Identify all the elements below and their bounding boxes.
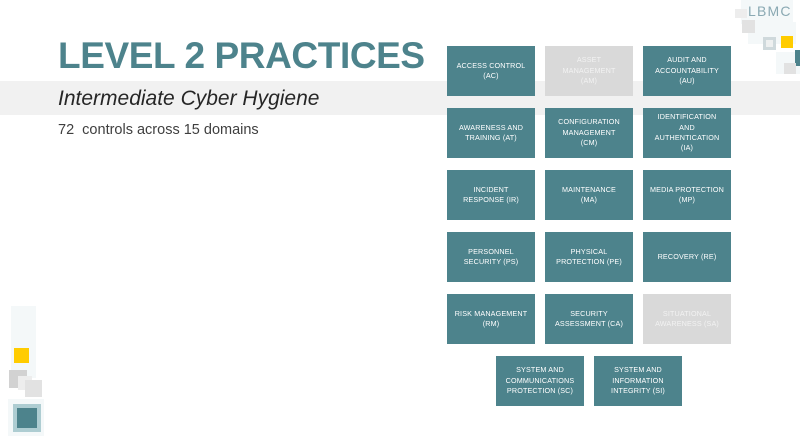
domain-tile-label-line: INFORMATION (612, 375, 664, 385)
domain-tile-label-line: RECOVERY (RE) (657, 251, 717, 261)
domain-tile-label-line: MEDIA PROTECTION (650, 184, 724, 194)
domain-tile-label-line: ACCESS CONTROL (456, 60, 526, 70)
domain-tile[interactable]: MEDIA PROTECTION(MP) (643, 170, 731, 220)
domain-tile-label-line: AWARENESS (SA) (655, 319, 719, 328)
domain-tile-label-line: (AC) (483, 71, 499, 80)
domain-tile[interactable]: RISK MANAGEMENT(RM) (447, 294, 535, 344)
domain-tile-label-line: ASSESSMENT (CA) (554, 319, 623, 328)
domain-tile-label-line: IDENTIFICATION (657, 112, 717, 122)
domain-tile-label-line: SECURITY (570, 308, 608, 318)
domain-tile-label: RECOVERY (RE) (658, 252, 717, 262)
domain-tile-label: RISK MANAGEMENT(RM) (455, 309, 528, 330)
decor-square-grey-logo-a (735, 9, 747, 18)
decor-square-teal-edge (795, 50, 800, 66)
decor-square-teal-left (13, 404, 41, 432)
domain-tile-label-line: MAINTENANCE (562, 184, 616, 194)
decor-square-grey-top-c (784, 63, 796, 74)
domain-tile-label-line: (CM) (580, 138, 598, 148)
domain-tile-label-line: (RM) (482, 319, 500, 328)
domain-tile-label-line: INCIDENT (473, 184, 509, 194)
domain-tile[interactable]: RECOVERY (RE) (643, 232, 731, 282)
domain-tile-label-line: RESPONSE (IR) (463, 195, 519, 204)
domain-tile[interactable]: MAINTENANCE(MA) (545, 170, 633, 220)
domain-tile-label-line: PHYSICAL (570, 246, 608, 256)
domain-tile-label-line: AUTHENTICATION (654, 133, 720, 142)
domain-tile-label: ACCESS CONTROL(AC) (457, 61, 526, 82)
domain-tile-label-line: COMMUNICATIONS (505, 375, 575, 385)
domain-tile-label-line: CONFIGURATION (558, 117, 620, 127)
domain-tile-label-line: (AM) (580, 76, 598, 86)
domain-tile-label-line: PROTECTION (PE) (556, 257, 622, 266)
domain-tile-label-line: MANAGEMENT (562, 127, 616, 137)
decor-square-yellow-top (781, 36, 793, 48)
domain-tile-label-line: (MP) (678, 195, 696, 204)
domain-tile-label-line: PROTECTION (SC) (506, 386, 574, 396)
domain-tile-label-line: SYSTEM AND (614, 365, 662, 375)
domain-tile-label-line: ASSET (576, 55, 602, 65)
decor-square-grey-logo-b (742, 20, 755, 33)
lbmc-logo: LBMC (748, 3, 792, 19)
decor-square-pale-left-a (11, 306, 36, 378)
domain-tile-label-line: AND (679, 122, 695, 132)
domain-tile-label-line: RISK MANAGEMENT (454, 308, 528, 318)
domain-tile-label-line: MANAGEMENT (562, 65, 616, 75)
domain-tile-label-line: AUDIT AND (667, 55, 707, 65)
controls-summary-text: 72 controls across 15 domains (58, 122, 259, 138)
domain-tile-label-line: SITUATIONAL (662, 308, 712, 318)
page-subtitle: Intermediate Cyber Hygiene (58, 87, 320, 110)
domain-tile-label-line: AWARENESS AND (458, 122, 524, 132)
domain-tile-label-line: INTEGRITY (SI) (611, 386, 665, 396)
decor-square-grey-left-c (25, 380, 42, 397)
domain-tile[interactable]: ACCESS CONTROL(AC) (447, 46, 535, 96)
domain-tile-label-line: SYSTEM AND (516, 365, 564, 375)
decor-square-teal-small (763, 37, 776, 50)
domain-tile-label-line: ACCOUNTABILITY (655, 65, 719, 75)
domain-tile-label-line: PERSONNEL (468, 246, 514, 256)
domain-tile-label: MAINTENANCE(MA) (562, 185, 616, 206)
domain-tile-label: MEDIA PROTECTION(MP) (650, 185, 724, 206)
decor-square-yellow-left (14, 348, 29, 363)
domain-tile-label-line: SECURITY (PS) (463, 257, 519, 266)
domain-tile-label-line: TRAINING (AT) (465, 133, 517, 142)
domain-tile-label-line: (IA) (680, 143, 694, 153)
domain-tile-label-line: (MA) (580, 195, 598, 204)
domain-tile-label-line: (AU) (679, 76, 695, 86)
page-title: LEVEL 2 PRACTICES (58, 35, 425, 76)
